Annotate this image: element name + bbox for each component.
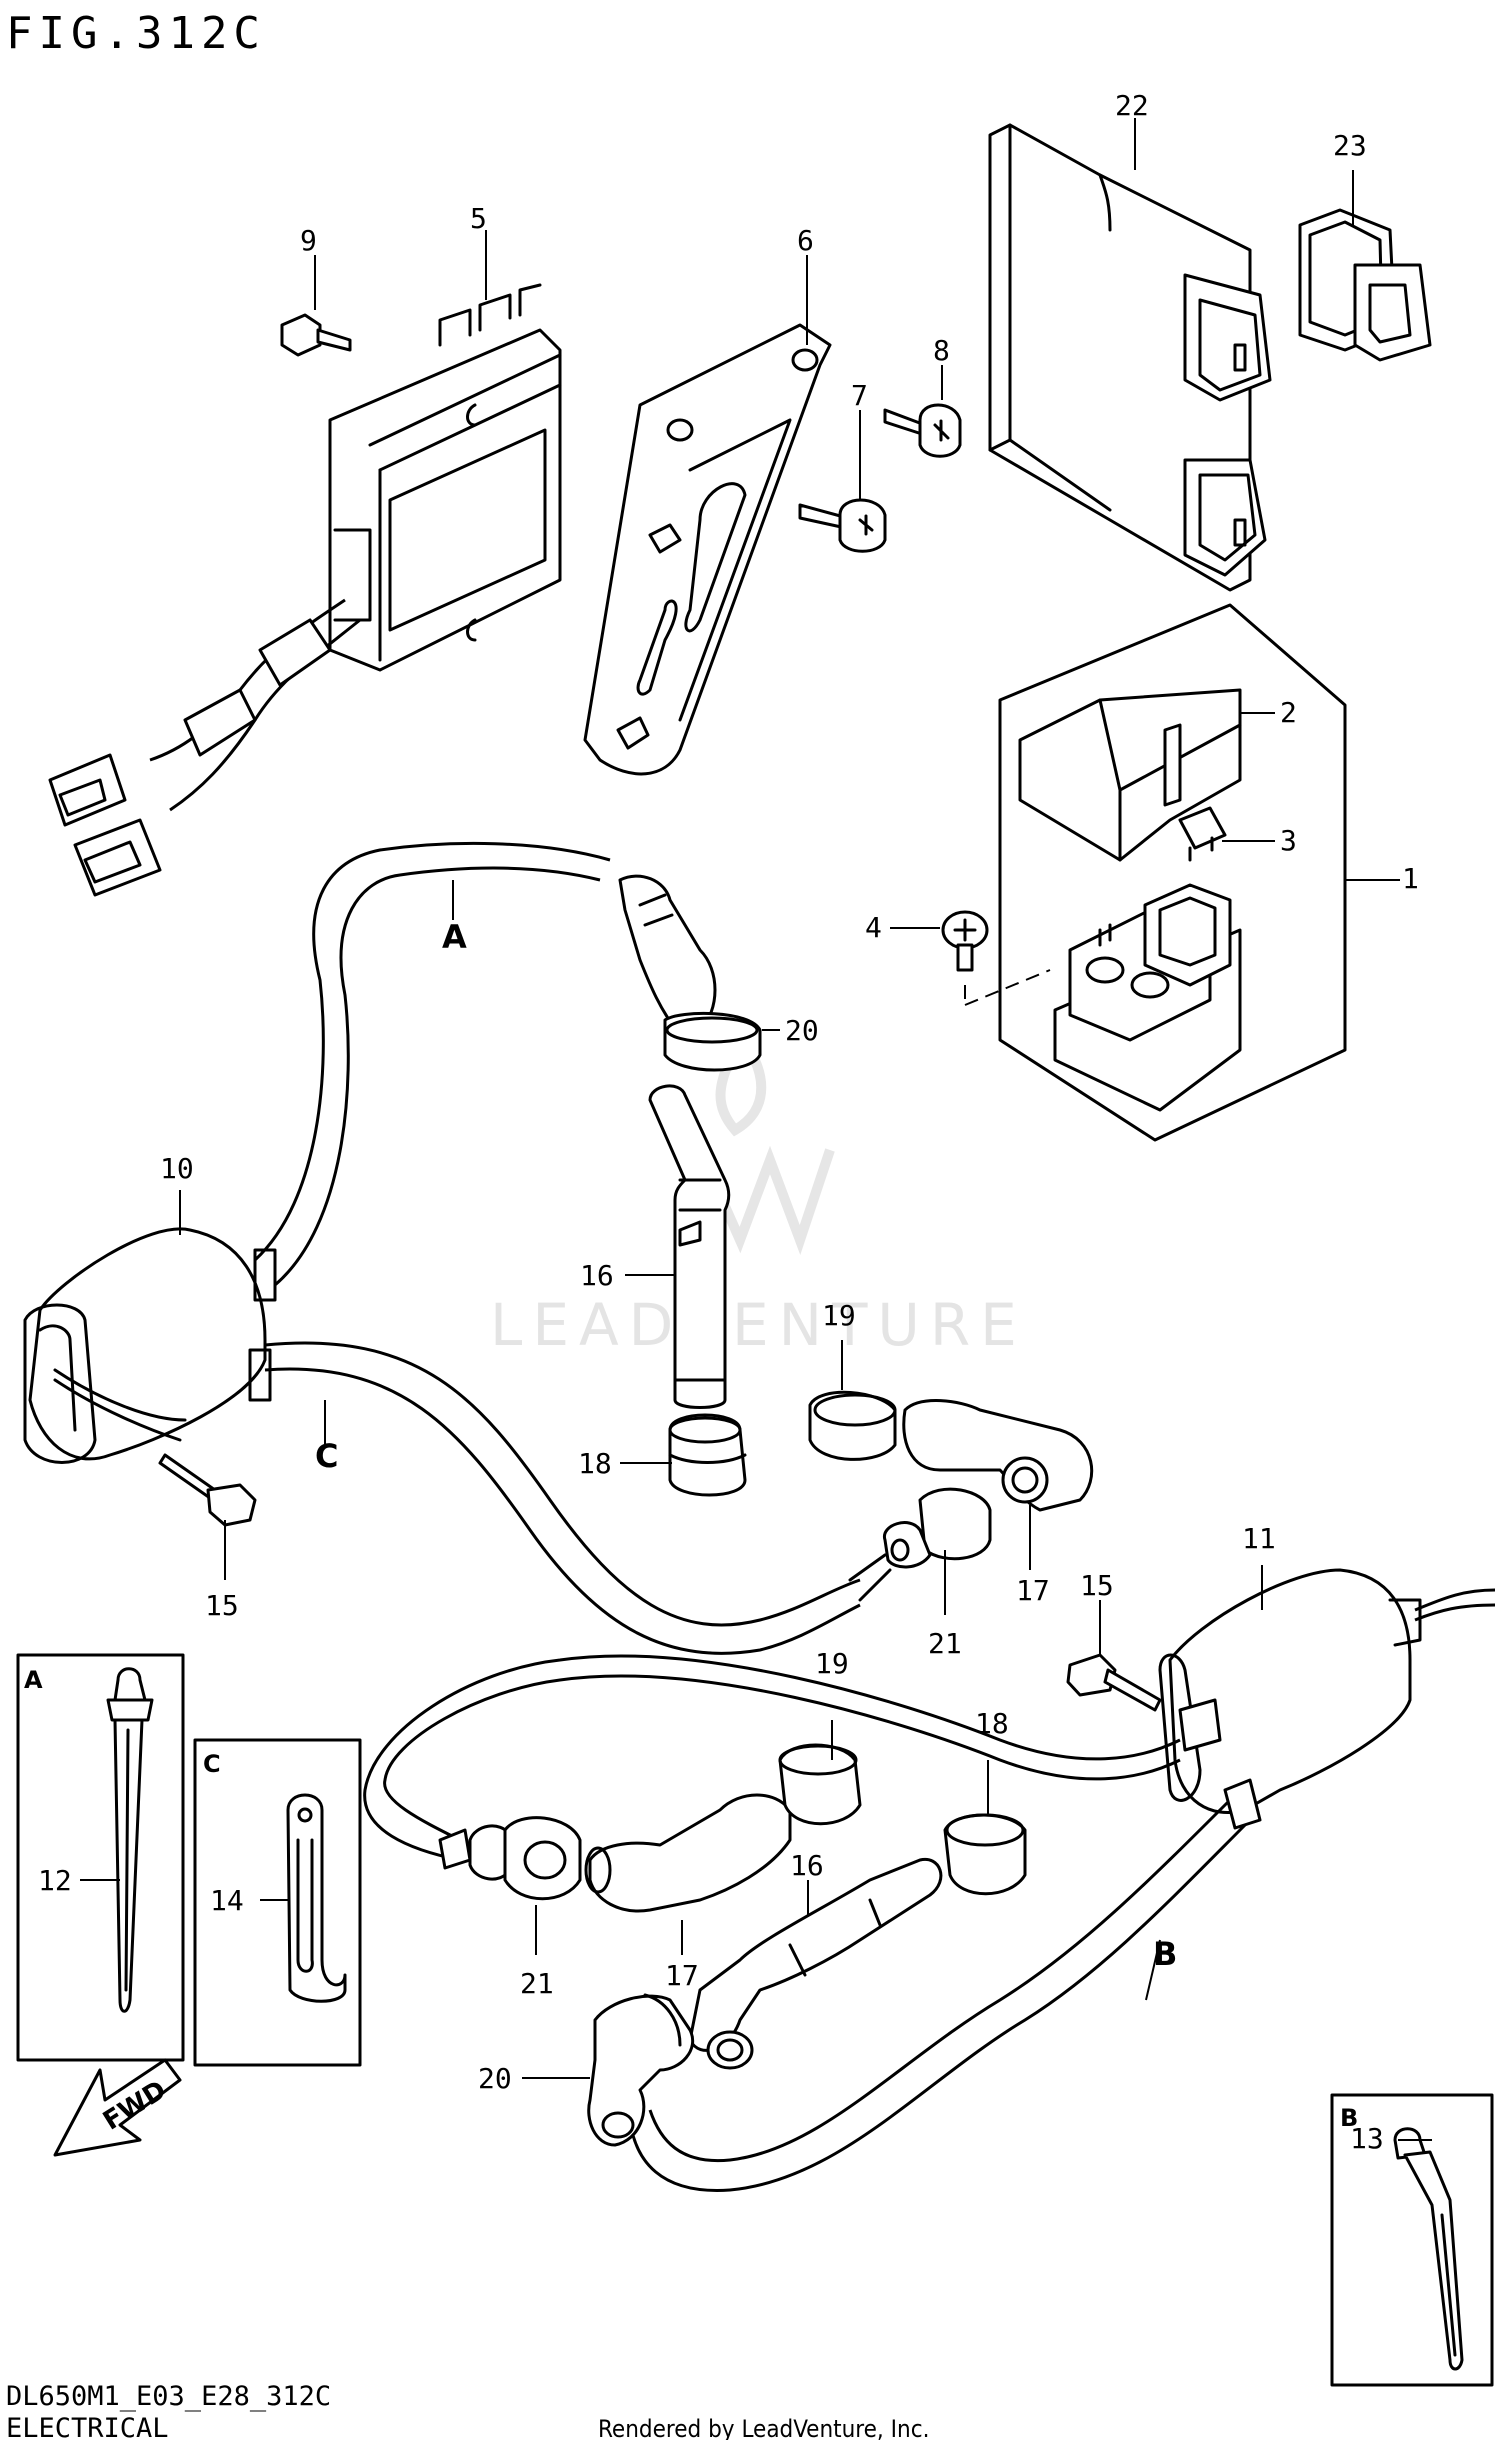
callout-9: 9 <box>300 224 317 257</box>
callout-3: 3 <box>1280 824 1297 857</box>
part-19-grommet-lower <box>778 1743 862 1826</box>
callout-18-top: 18 <box>578 1447 612 1480</box>
fwd-arrow: FWD <box>53 2058 182 2157</box>
part-7-screw <box>798 498 887 553</box>
callout-15-right: 15 <box>1080 1569 1114 1602</box>
callout-7: 7 <box>851 379 868 412</box>
part-20-plug-cap-lower <box>587 1993 695 2147</box>
part-21-fitting-lower <box>468 1816 582 1901</box>
callout-21-top: 21 <box>928 1627 962 1660</box>
diagram-code: DL650M1_E03_E28_312C <box>6 2381 331 2412</box>
part-5-harness <box>48 598 361 897</box>
callout-11: 11 <box>1242 1522 1276 1555</box>
callout-23: 23 <box>1333 129 1367 162</box>
detail-box-b-letter: B <box>1340 2104 1358 2132</box>
part-2-relay-cover <box>1018 688 1242 862</box>
callout-19-top: 19 <box>822 1299 856 1332</box>
part-15-bolt-right <box>1066 1653 1162 1712</box>
callout-4: 4 <box>865 911 882 944</box>
part-20-plug-cap-top <box>618 874 762 1072</box>
detail-box-c-letter: C <box>203 1750 221 1778</box>
part-18-grommet-lower <box>943 1813 1027 1896</box>
part-16-plug-boot-top <box>648 1084 731 1409</box>
part-1-starter-relay-assembly <box>998 603 1347 1142</box>
part-9-bolt <box>280 313 352 357</box>
callout-labels: 5 9 6 8 7 22 23 2 3 1 4 10 15 15 11 20 1… <box>38 89 1419 2155</box>
callout-20-lower: 20 <box>478 2062 512 2095</box>
view-ref-c: C <box>315 1437 338 1475</box>
callout-12: 12 <box>38 1864 72 1897</box>
view-ref-a: A <box>442 918 467 956</box>
part-4-screw <box>941 910 1051 1006</box>
part-17-plug-cap-top <box>902 1399 1094 1512</box>
callout-13: 13 <box>1350 2122 1384 2155</box>
callout-16-top: 16 <box>580 1259 614 1292</box>
part-23-connector <box>1298 208 1432 362</box>
part-10-ignition-coil <box>23 1227 277 1464</box>
render-credit: Rendered by LeadVenture, Inc. <box>598 2415 929 2440</box>
callout-8: 8 <box>933 334 950 367</box>
detail-box-a-letter: A <box>24 1666 43 1694</box>
part-13-cable-tie-strap <box>1403 2150 1464 2371</box>
view-ref-b: B <box>1153 1935 1177 1973</box>
part-19-grommet-top <box>808 1390 897 1461</box>
callout-14: 14 <box>210 1884 244 1917</box>
high-tension-cord-c <box>264 1341 861 1655</box>
part-17-plug-cap-lower <box>584 1793 792 1913</box>
callout-22: 22 <box>1115 89 1149 122</box>
callout-21-lower: 21 <box>520 1967 554 2000</box>
callout-1: 1 <box>1402 862 1419 895</box>
view-reference-letters: A C B <box>315 918 1177 1973</box>
callout-19-lower: 19 <box>815 1647 849 1680</box>
detail-box-a: A <box>16 1653 185 2062</box>
part-12-cable-tie-head <box>113 1667 147 1702</box>
callout-6: 6 <box>797 224 814 257</box>
detail-box-c: C <box>193 1738 362 2067</box>
high-tension-cord-b <box>628 1778 1262 2192</box>
callout-15-left: 15 <box>205 1589 239 1622</box>
part-5-regulator-rectifier <box>328 283 562 672</box>
part-15-bolt-left <box>158 1453 257 1527</box>
part-16-plug-boot-lower <box>688 1857 943 2070</box>
callout-2: 2 <box>1280 696 1297 729</box>
detail-box-b: B <box>1330 2093 1494 2387</box>
part-22-ecm <box>988 123 1272 592</box>
high-tension-cord-a <box>253 841 611 1287</box>
part-21-fitting-top <box>848 1487 992 1602</box>
callout-17-top: 17 <box>1016 1574 1050 1607</box>
callout-5: 5 <box>470 202 487 235</box>
part-18-grommet-top <box>668 1413 747 1497</box>
part-8-screw <box>883 403 962 458</box>
callout-16-lower: 16 <box>790 1849 824 1882</box>
watermark-text: LEADVENTURE <box>490 1291 1027 1359</box>
callout-10: 10 <box>160 1152 194 1185</box>
callout-20-top: 20 <box>785 1014 819 1047</box>
part-11-ignition-coil <box>1158 1568 1496 1815</box>
part-12-cable-tie-strap <box>113 1718 144 2013</box>
figure-title: FIG.312C <box>6 8 266 59</box>
callout-17-lower: 17 <box>665 1959 699 1992</box>
part-6-bracket <box>583 323 832 776</box>
part-14-clamp <box>286 1793 347 2003</box>
leader-lines <box>80 118 1432 2141</box>
section-name: ELECTRICAL <box>6 2413 169 2440</box>
part-3-fuse <box>1178 806 1227 850</box>
callout-18-lower: 18 <box>975 1707 1009 1740</box>
